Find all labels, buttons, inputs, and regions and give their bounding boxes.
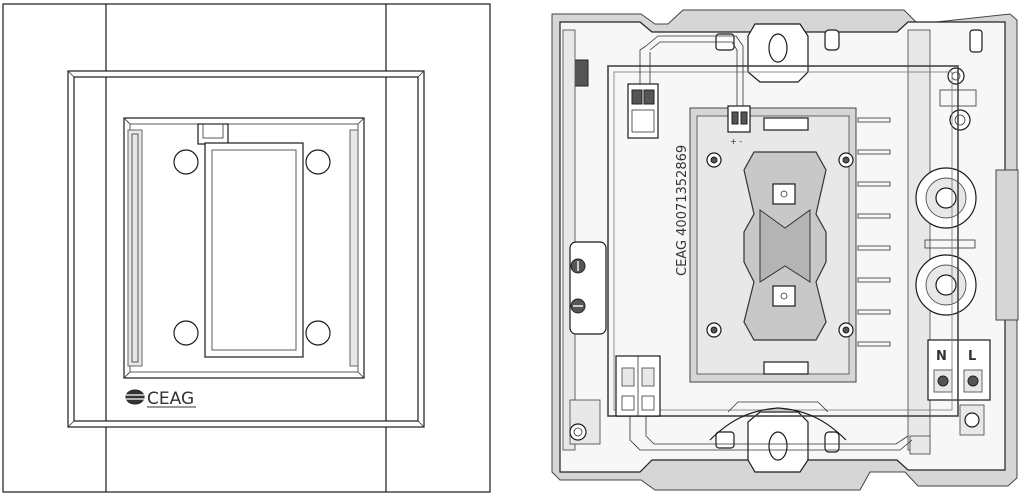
cover-plate-inner [73, 76, 419, 422]
lamp-clip [763, 361, 809, 375]
side-bracket [569, 241, 607, 335]
line-terminal-label: L [968, 349, 976, 364]
mounting-hole [305, 320, 331, 346]
screw-icon [569, 423, 587, 441]
center-panel-inner [211, 149, 297, 351]
slot-hole [768, 431, 788, 461]
mounting-hole [173, 320, 199, 346]
polarity-label: + - [730, 137, 742, 146]
mains-terminal-block: N L [927, 339, 991, 401]
battery-wire [645, 35, 744, 106]
front-view: CEAG [2, 3, 491, 493]
right-clip-rail [349, 129, 359, 367]
serial-number-label: CEAG 40071352869 [675, 145, 690, 276]
top-latch [197, 123, 229, 145]
screw-icon [947, 67, 965, 85]
ceag-logo: CEAG [125, 389, 196, 409]
center-panel [204, 142, 304, 358]
mounting-hole [173, 149, 199, 175]
screw-icon [964, 412, 980, 428]
lamp-clip [763, 117, 809, 131]
neutral-terminal-label: N [936, 349, 947, 364]
mounting-hole [305, 149, 331, 175]
left-clip-rail [127, 129, 143, 367]
cooling-fins [857, 117, 891, 347]
battery-wire [649, 41, 738, 106]
open-housing-view: N L [551, 9, 1019, 491]
lamp-holder [743, 151, 827, 341]
transparent-cover [607, 65, 959, 417]
mains-wire [629, 416, 913, 451]
slot-hole [768, 33, 788, 63]
earth-screw-icon [949, 109, 971, 131]
logo-mark-icon [125, 389, 145, 405]
logo-text: CEAG [147, 389, 194, 409]
left-wall [562, 29, 576, 451]
mains-wire [645, 416, 909, 445]
